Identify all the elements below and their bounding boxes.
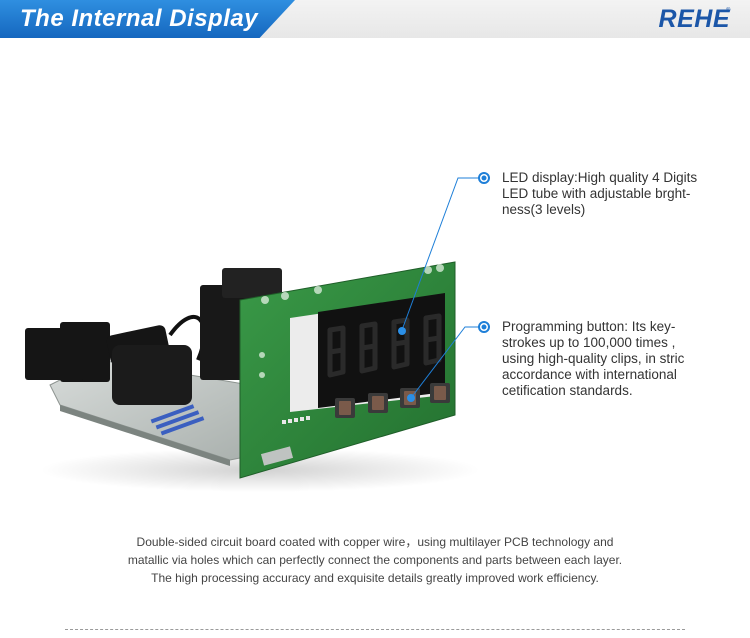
callout-line: cetification standards.: [502, 383, 633, 398]
callout-led-display: LED display:High quality 4 Digits LED tu…: [502, 170, 697, 218]
callout-line: Programming button: Its key-: [502, 319, 676, 334]
resistor-array: [150, 404, 205, 436]
header-title-tab: [0, 0, 295, 38]
callout-programming-button: Programming button: Its key- strokes up …: [502, 319, 684, 399]
led-display-module: [290, 293, 445, 412]
description-line: The high processing accuracy and exquisi…: [151, 571, 599, 585]
brand-logo: REHE: [658, 5, 730, 33]
page-title: The Internal Display: [20, 5, 259, 32]
callout-line: strokes up to 100,000 times ,: [502, 335, 676, 350]
section-divider: [65, 629, 685, 630]
callout-line: LED tube with adjustable brght-: [502, 186, 691, 201]
callout-lines: [401, 177, 483, 399]
callout-line: using high-quality clips, in stric: [502, 351, 685, 366]
callout-line: LED display:High quality 4 Digits: [502, 170, 698, 185]
relay: [200, 285, 250, 380]
callout-line: ness(3 levels): [502, 202, 586, 217]
callout-line: accordance with international: [502, 367, 677, 382]
header-pins: [282, 416, 310, 424]
callout-markers: [398, 172, 490, 402]
product-description: Double-sided circuit board coated with c…: [70, 533, 680, 587]
registered-mark-icon: ®: [726, 8, 731, 14]
description-line: Double-sided circuit board coated with c…: [136, 535, 614, 549]
description-line: matallic via holes which can perfectly c…: [127, 553, 623, 567]
